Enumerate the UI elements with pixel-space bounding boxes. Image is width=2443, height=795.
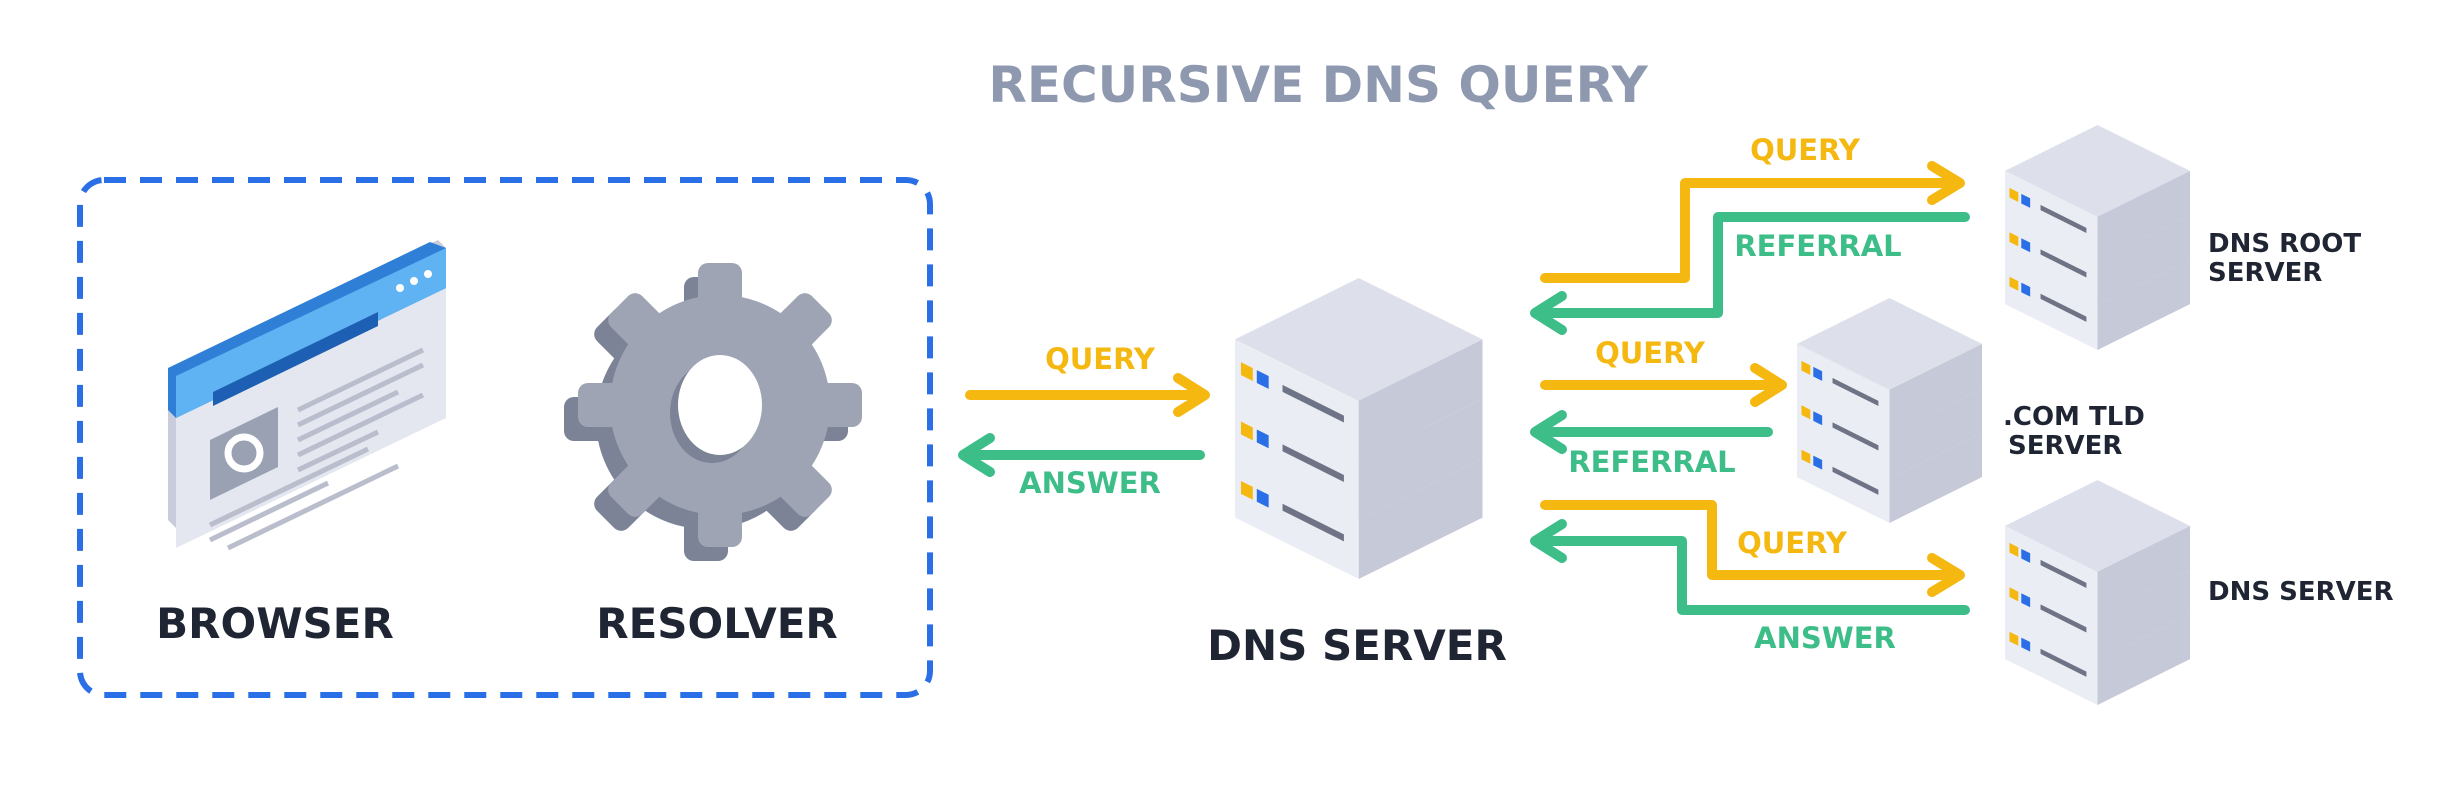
main-dns-server-icon	[1235, 278, 1483, 579]
auth-query-label: QUERY	[1737, 526, 1848, 560]
resolver-label: RESOLVER	[596, 599, 838, 648]
browser-label: BROWSER	[156, 599, 394, 648]
auth-server-label: DNS SERVER	[2208, 577, 2394, 607]
tld-server-icon	[1797, 298, 1982, 523]
browser-window-icon	[168, 240, 446, 551]
resolver-answer-arrow	[958, 433, 1205, 477]
auth-answer-label: ANSWER	[1754, 621, 1896, 655]
root-query-label: QUERY	[1750, 133, 1861, 167]
root-referral-arrow	[1530, 212, 1970, 335]
auth-query-arrow	[1540, 500, 1965, 597]
tld-query-label: QUERY	[1595, 336, 1706, 370]
resolver-query-arrow	[965, 373, 1210, 417]
tld-server-label-line2: SERVER	[2008, 431, 2122, 461]
client-group-box	[77, 177, 933, 698]
resolver-query-label: QUERY	[1045, 342, 1156, 376]
tld-referral-arrow	[1530, 410, 1773, 454]
root-referral-label: REFERRAL	[1734, 229, 1901, 263]
diagram-title: RECURSIVE DNS QUERY	[988, 56, 1648, 114]
tld-query-arrow	[1540, 363, 1787, 407]
root-server-label-line1: DNS ROOT	[2208, 229, 2361, 259]
root-server-icon	[2005, 125, 2190, 350]
resolver-answer-label: ANSWER	[1019, 466, 1161, 500]
gear-icon	[564, 263, 862, 561]
auth-server-icon	[2005, 480, 2190, 705]
tld-server-label-line1: .COM TLD	[2003, 402, 2145, 432]
tld-referral-label: REFERRAL	[1568, 445, 1735, 479]
main-dns-server-label: DNS SERVER	[1207, 621, 1507, 670]
root-query-arrow	[1540, 161, 1965, 283]
root-server-label-line2: SERVER	[2208, 258, 2322, 288]
auth-answer-arrow	[1530, 519, 1970, 615]
